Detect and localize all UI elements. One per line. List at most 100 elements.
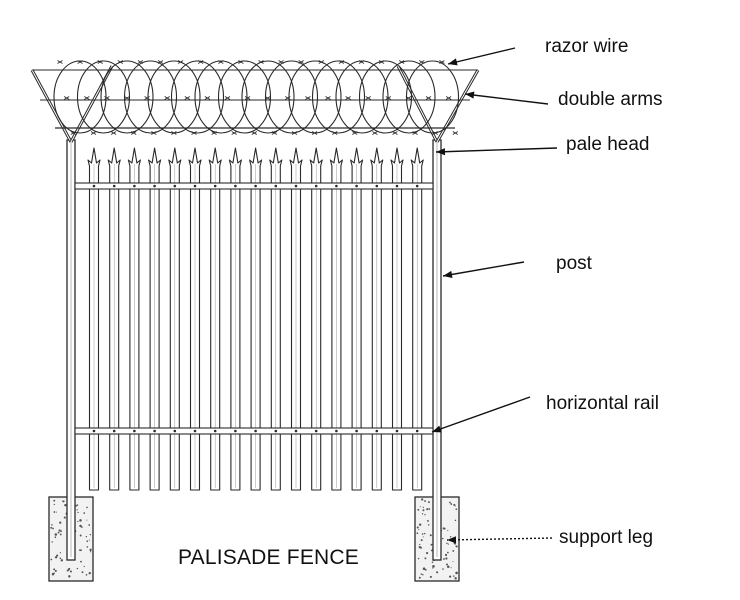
concrete-speckle (424, 500, 426, 502)
razor-barb (372, 131, 378, 135)
concrete-speckle (77, 520, 79, 523)
arm-bar-inner (70, 65, 113, 143)
concrete-speckle (59, 557, 62, 559)
rail-bolt (314, 429, 318, 433)
razor-barb (97, 60, 103, 64)
concrete-speckle (455, 545, 458, 548)
concrete-speckle (416, 526, 419, 529)
arm-bar-inner (31, 69, 72, 143)
razor-barb (258, 60, 264, 64)
razor-barb (84, 96, 90, 100)
horizontal-rail-1 (74, 427, 434, 435)
concrete-speckle (454, 543, 456, 545)
concrete-speckle (445, 557, 448, 560)
rail-bolt (274, 429, 278, 433)
horizontal-rail-0 (74, 182, 434, 190)
rail-bolt (395, 184, 399, 188)
concrete-speckle (432, 564, 435, 568)
concrete-speckle (421, 498, 424, 501)
razor-barb (278, 60, 284, 64)
concrete-speckle (86, 519, 88, 521)
concrete-speckle (419, 543, 421, 546)
razor-barb (392, 131, 398, 135)
razor-barb (137, 60, 144, 64)
label-pale-head: pale head (566, 134, 650, 155)
concrete-speckle (422, 536, 424, 538)
arrow-razor-wire-head (448, 58, 458, 66)
razor-barb (432, 131, 438, 135)
rail-bolt (193, 429, 197, 433)
concrete-speckle (57, 531, 60, 534)
concrete-speckle (442, 568, 444, 570)
arrow-pale-head-head (436, 148, 446, 156)
concrete-speckle (436, 571, 439, 574)
razor-barb (412, 131, 418, 135)
razor-barb (57, 60, 63, 64)
arrow-pale-head (435, 147, 558, 153)
concrete-speckle (83, 565, 85, 568)
concrete-speckle (447, 543, 449, 545)
concrete-speckle (447, 551, 449, 554)
concrete-speckle (422, 574, 424, 576)
razor-barb (130, 131, 137, 135)
concrete-speckle (51, 524, 53, 526)
concrete-speckle (444, 553, 448, 557)
rail-bolt (274, 184, 278, 188)
label-double-arms: double arms (558, 89, 663, 110)
razor-barb (231, 131, 237, 135)
concrete-speckle (76, 567, 79, 570)
diagram-title: PALISADE FENCE (178, 546, 359, 569)
label-support-leg: support leg (559, 527, 654, 548)
razor-barb (318, 60, 325, 64)
razor-barb (331, 131, 338, 135)
razor-coil-loop (147, 60, 201, 134)
rail-bolt (213, 429, 217, 433)
rail-bolt (254, 429, 257, 433)
arrow-support-leg (446, 537, 553, 541)
concrete-speckle (89, 533, 92, 536)
concrete-speckle (428, 508, 431, 510)
rail-bolt (294, 184, 298, 188)
razor-barb (157, 60, 164, 64)
concrete-speckle (77, 511, 79, 514)
concrete-speckle (81, 571, 84, 574)
razor-barb (298, 60, 304, 64)
razor-coil-loop (311, 60, 366, 134)
concrete-speckle (455, 508, 458, 511)
concrete-speckle (53, 568, 56, 571)
razor-barb (204, 96, 211, 100)
concrete-speckle (53, 572, 55, 574)
razor-barb (385, 96, 392, 100)
concrete-speckle (418, 529, 420, 531)
concrete-speckle (453, 503, 456, 506)
concrete-speckle (422, 567, 426, 570)
concrete-speckle (53, 503, 55, 506)
razor-barb (211, 131, 217, 135)
razor-barb (244, 96, 251, 100)
concrete-speckle (452, 561, 454, 563)
razor-barb (452, 131, 459, 135)
razor-barb (264, 96, 271, 100)
razor-barb (365, 96, 371, 100)
concrete-speckle (430, 549, 433, 552)
arrow-horizontal-rail (431, 396, 531, 433)
concrete-speckle (425, 551, 429, 555)
razor-wire-coil (53, 60, 460, 135)
razor-barb (352, 131, 358, 135)
concrete-speckle (454, 577, 457, 580)
razor-barb (151, 131, 157, 135)
rail-bolt (193, 184, 197, 188)
arrow-post-head (443, 270, 453, 279)
razor-barb (77, 60, 83, 64)
concrete-speckle (79, 534, 82, 537)
rail-bolt (92, 429, 96, 433)
concrete-speckle (78, 549, 81, 551)
concrete-speckle (424, 513, 426, 516)
concrete-speckle (50, 558, 53, 561)
concrete-speckle (64, 503, 67, 507)
concrete-speckle (427, 501, 430, 504)
concrete-speckle (79, 524, 82, 528)
rail-bolt (133, 429, 136, 433)
concrete-speckle (55, 511, 57, 513)
